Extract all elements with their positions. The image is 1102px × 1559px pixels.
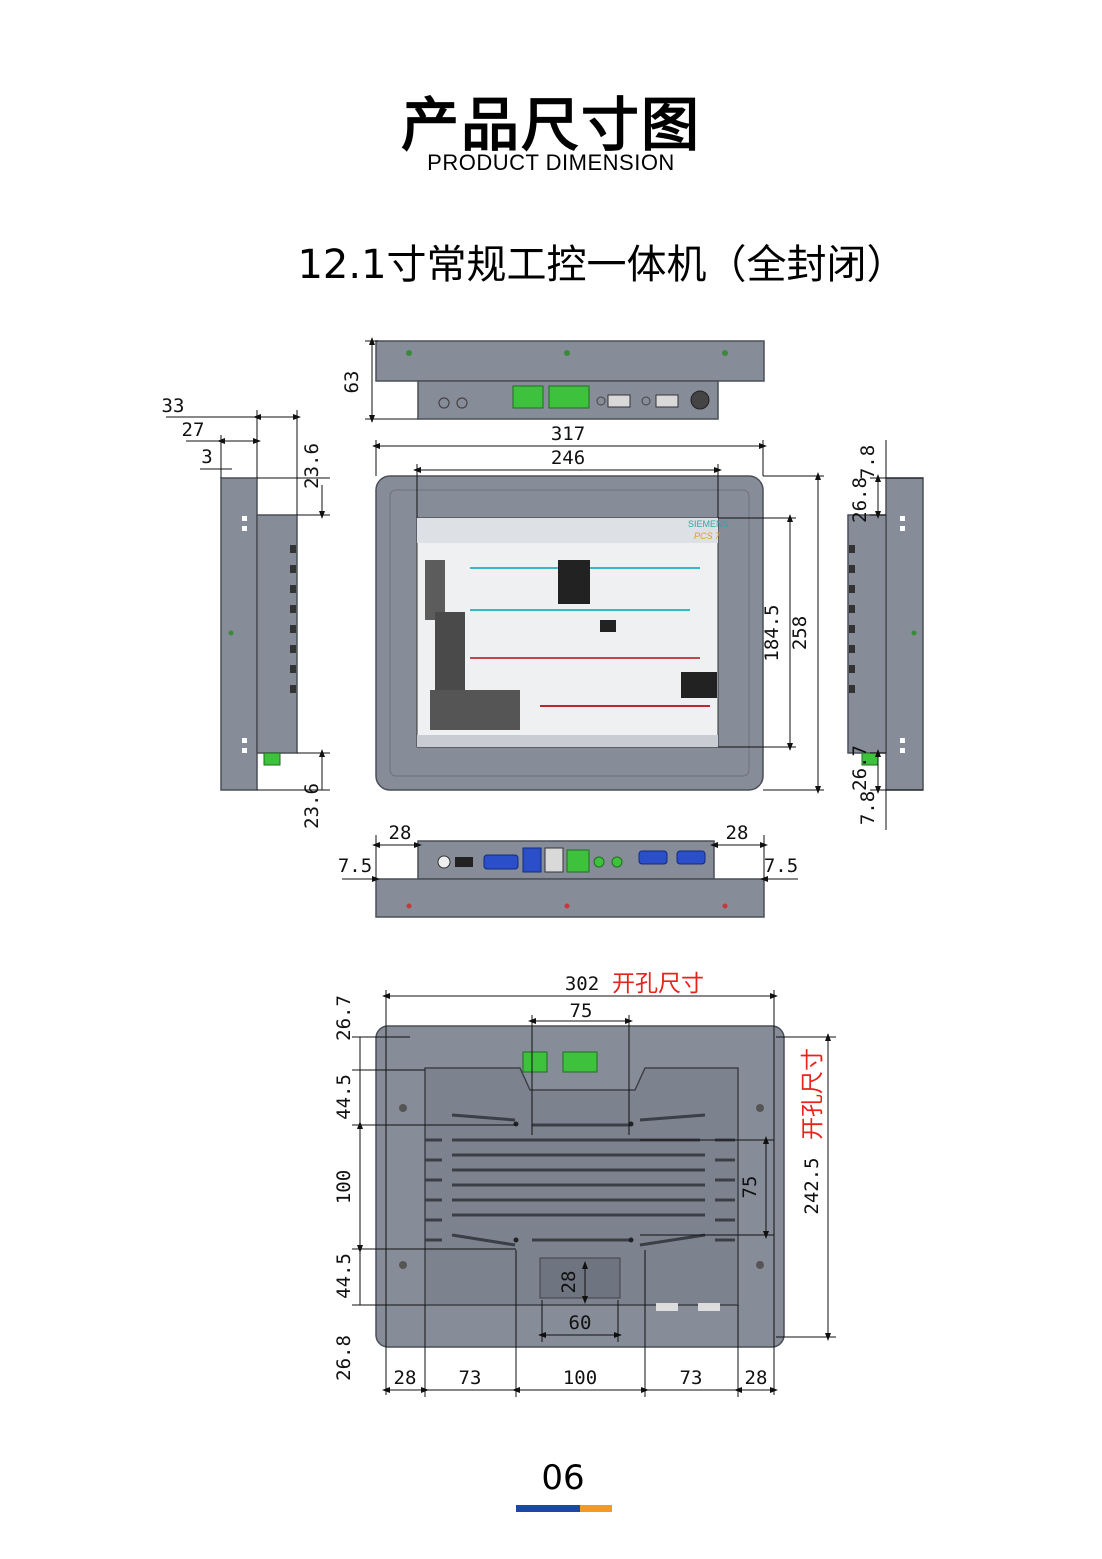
- dc-power-jack: [437, 855, 451, 869]
- top-view: [365, 337, 765, 423]
- dim-cutout-bottom-73-left: 73: [459, 1367, 482, 1389]
- dim-left-bottom-23-6: 23.6: [301, 783, 323, 829]
- rear-terminal-connector: [522, 1051, 548, 1073]
- audio-jack: [593, 856, 605, 868]
- dim-cutout-top-75: 75: [570, 1000, 593, 1022]
- dim-cutout-bottom-100: 100: [563, 1367, 597, 1389]
- dim-left-3: 3: [201, 446, 212, 468]
- page-title: 产品尺寸图: [400, 91, 701, 159]
- power-terminal-connector: [512, 385, 544, 409]
- dim-cutout-bottom-28-left: 28: [394, 1367, 417, 1389]
- dim-front-height: 258: [789, 616, 811, 650]
- dim-right-7-8-bottom: 7.8: [857, 791, 879, 825]
- ethernet-port: [566, 849, 590, 873]
- usb-port-stack: [522, 847, 542, 873]
- dim-bottom-7-5-right: 7.5: [764, 855, 798, 877]
- front-view: SIEMENS PCS 7: [372, 440, 824, 794]
- right-side-view: [847, 440, 924, 830]
- dim-cutout-width-label: 开孔尺寸: [612, 971, 704, 997]
- dim-top-height: 63: [341, 371, 363, 394]
- dim-cutout-width: 302: [565, 973, 599, 995]
- dim-screen-height: 184.5: [761, 604, 783, 661]
- usb-port: [607, 394, 631, 408]
- page-number-underline-blue: [516, 1505, 580, 1512]
- screen-product: PCS 7: [694, 531, 721, 541]
- com-port: [676, 850, 706, 865]
- dim-cutout-left-26-8: 26.8: [333, 1335, 355, 1381]
- dim-cutout-bottom-73-right: 73: [680, 1367, 703, 1389]
- dim-right-26-8: 26.8: [849, 477, 871, 523]
- left-side-view: [166, 410, 330, 791]
- dim-cutout-inner-60: 60: [569, 1312, 592, 1334]
- audio-jack: [611, 856, 623, 868]
- dim-left-27: 27: [182, 419, 205, 441]
- dim-left-33: 33: [162, 395, 185, 417]
- page-number: 06: [541, 1458, 585, 1498]
- dim-right-7-8-top: 7.8: [857, 445, 879, 479]
- page-number-underline-orange: [580, 1505, 612, 1512]
- dim-bottom-28-left: 28: [389, 822, 412, 844]
- dim-cutout-right-75: 75: [739, 1176, 761, 1199]
- dim-cutout-left-100: 100: [333, 1170, 355, 1204]
- screen-brand: SIEMENS: [688, 519, 729, 529]
- power-terminal-connector: [548, 385, 590, 409]
- hdmi-port: [455, 857, 473, 867]
- dim-cutout-left-26-7: 26.7: [333, 995, 355, 1041]
- product-subtitle: 12.1寸常规工控一体机（全封闭）: [297, 242, 907, 288]
- dim-cutout-height: 242.5: [801, 1157, 823, 1214]
- vga-port: [483, 854, 519, 870]
- power-button: [690, 390, 710, 410]
- rear-view-cutout: [352, 990, 836, 1397]
- dim-left-top-23-6: 23.6: [301, 443, 323, 489]
- dim-right-26-7: 26.7: [849, 745, 871, 791]
- dim-screen-width: 246: [551, 447, 585, 469]
- dim-cutout-bottom-28-right: 28: [745, 1367, 768, 1389]
- side-terminal-connector: [263, 752, 281, 766]
- dim-cutout-height-label: 开孔尺寸: [800, 1048, 826, 1140]
- usb-port-stack: [544, 847, 564, 873]
- dim-bottom-7-5-left: 7.5: [338, 855, 372, 877]
- bottom-view: [342, 835, 798, 918]
- dim-cutout-left-44-5-bottom: 44.5: [333, 1253, 355, 1299]
- dim-cutout-left-44-5-top: 44.5: [333, 1074, 355, 1120]
- com-port: [638, 850, 668, 865]
- dim-front-width: 317: [551, 423, 585, 445]
- usb-port: [655, 394, 679, 408]
- dim-cutout-inner-28: 28: [558, 1271, 580, 1294]
- rear-terminal-connector: [562, 1051, 598, 1073]
- dim-bottom-28-right: 28: [726, 822, 749, 844]
- page-title-english: PRODUCT DIMENSION: [427, 150, 675, 175]
